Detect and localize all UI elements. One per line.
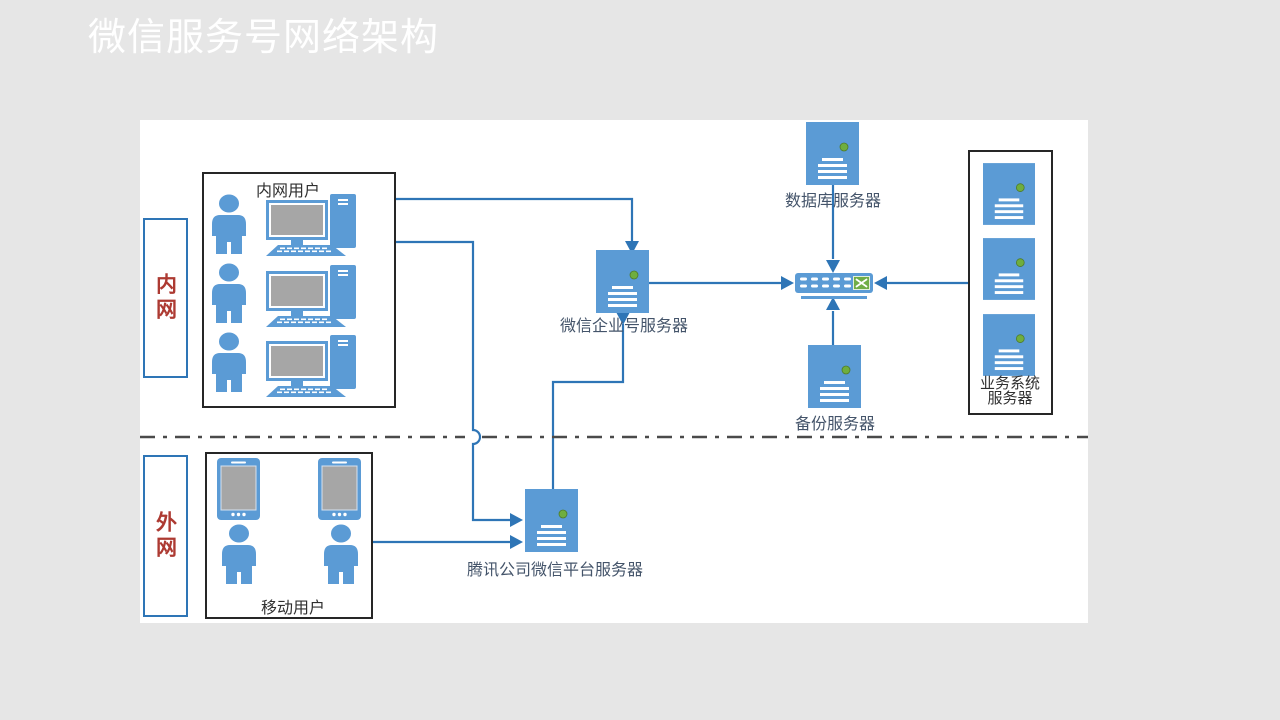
zone-extranet: 外网 xyxy=(143,455,188,617)
connector-tencent-to-wechat-server xyxy=(551,324,625,489)
connector-intranet-to-tencent-server xyxy=(396,240,510,522)
connectors xyxy=(373,185,968,544)
intranet-users-group-label: 内网用户 xyxy=(255,181,321,200)
network-switch-base xyxy=(801,296,867,299)
arrowhead-up-switch-bottom xyxy=(826,297,840,310)
business-servers-label-line2: 服务器 xyxy=(987,389,1033,407)
zone-extranet-label: 外网 xyxy=(153,511,178,561)
server-icon-wechat-enterprise xyxy=(596,250,649,313)
business-servers-label-line1: 业务系统 xyxy=(979,374,1041,392)
server-icon-backup xyxy=(808,345,861,408)
group-mobile-users xyxy=(205,452,373,619)
arrowhead-left-switch-right xyxy=(874,276,887,290)
arrowhead-down-wechat-server xyxy=(625,241,639,254)
mobile-users-group-label: 移动用户 xyxy=(260,598,326,617)
arrowhead-down-switch-top xyxy=(826,260,840,273)
arrowhead-right-tencent-lower xyxy=(510,535,523,549)
business-servers-group-label: 业务系统 服务器 xyxy=(980,376,1040,406)
zone-intranet-label: 内网 xyxy=(153,273,178,323)
server-icon-database xyxy=(806,122,859,185)
connector-intranet-to-wechat-server xyxy=(396,197,634,242)
arrowhead-right-tencent-upper xyxy=(510,513,523,527)
wechat-enterprise-server-label: 微信企业号服务器 xyxy=(559,316,689,335)
network-switch-icon xyxy=(795,273,873,293)
database-server-label: 数据库服务器 xyxy=(784,191,882,210)
slide-title: 微信服务号网络架构 xyxy=(88,15,440,59)
group-intranet-users xyxy=(202,172,396,408)
diagram-canvas: 内网 外网 xyxy=(140,120,1088,623)
arrowheads xyxy=(510,241,887,549)
arrowhead-right-switch-left xyxy=(781,276,794,290)
zone-intranet: 内网 xyxy=(143,218,188,378)
server-icon-tencent-platform xyxy=(525,489,578,552)
group-business-servers xyxy=(968,150,1053,415)
tencent-platform-server-label: 腾讯公司微信平台服务器 xyxy=(466,560,644,579)
backup-server-label: 备份服务器 xyxy=(794,414,876,433)
